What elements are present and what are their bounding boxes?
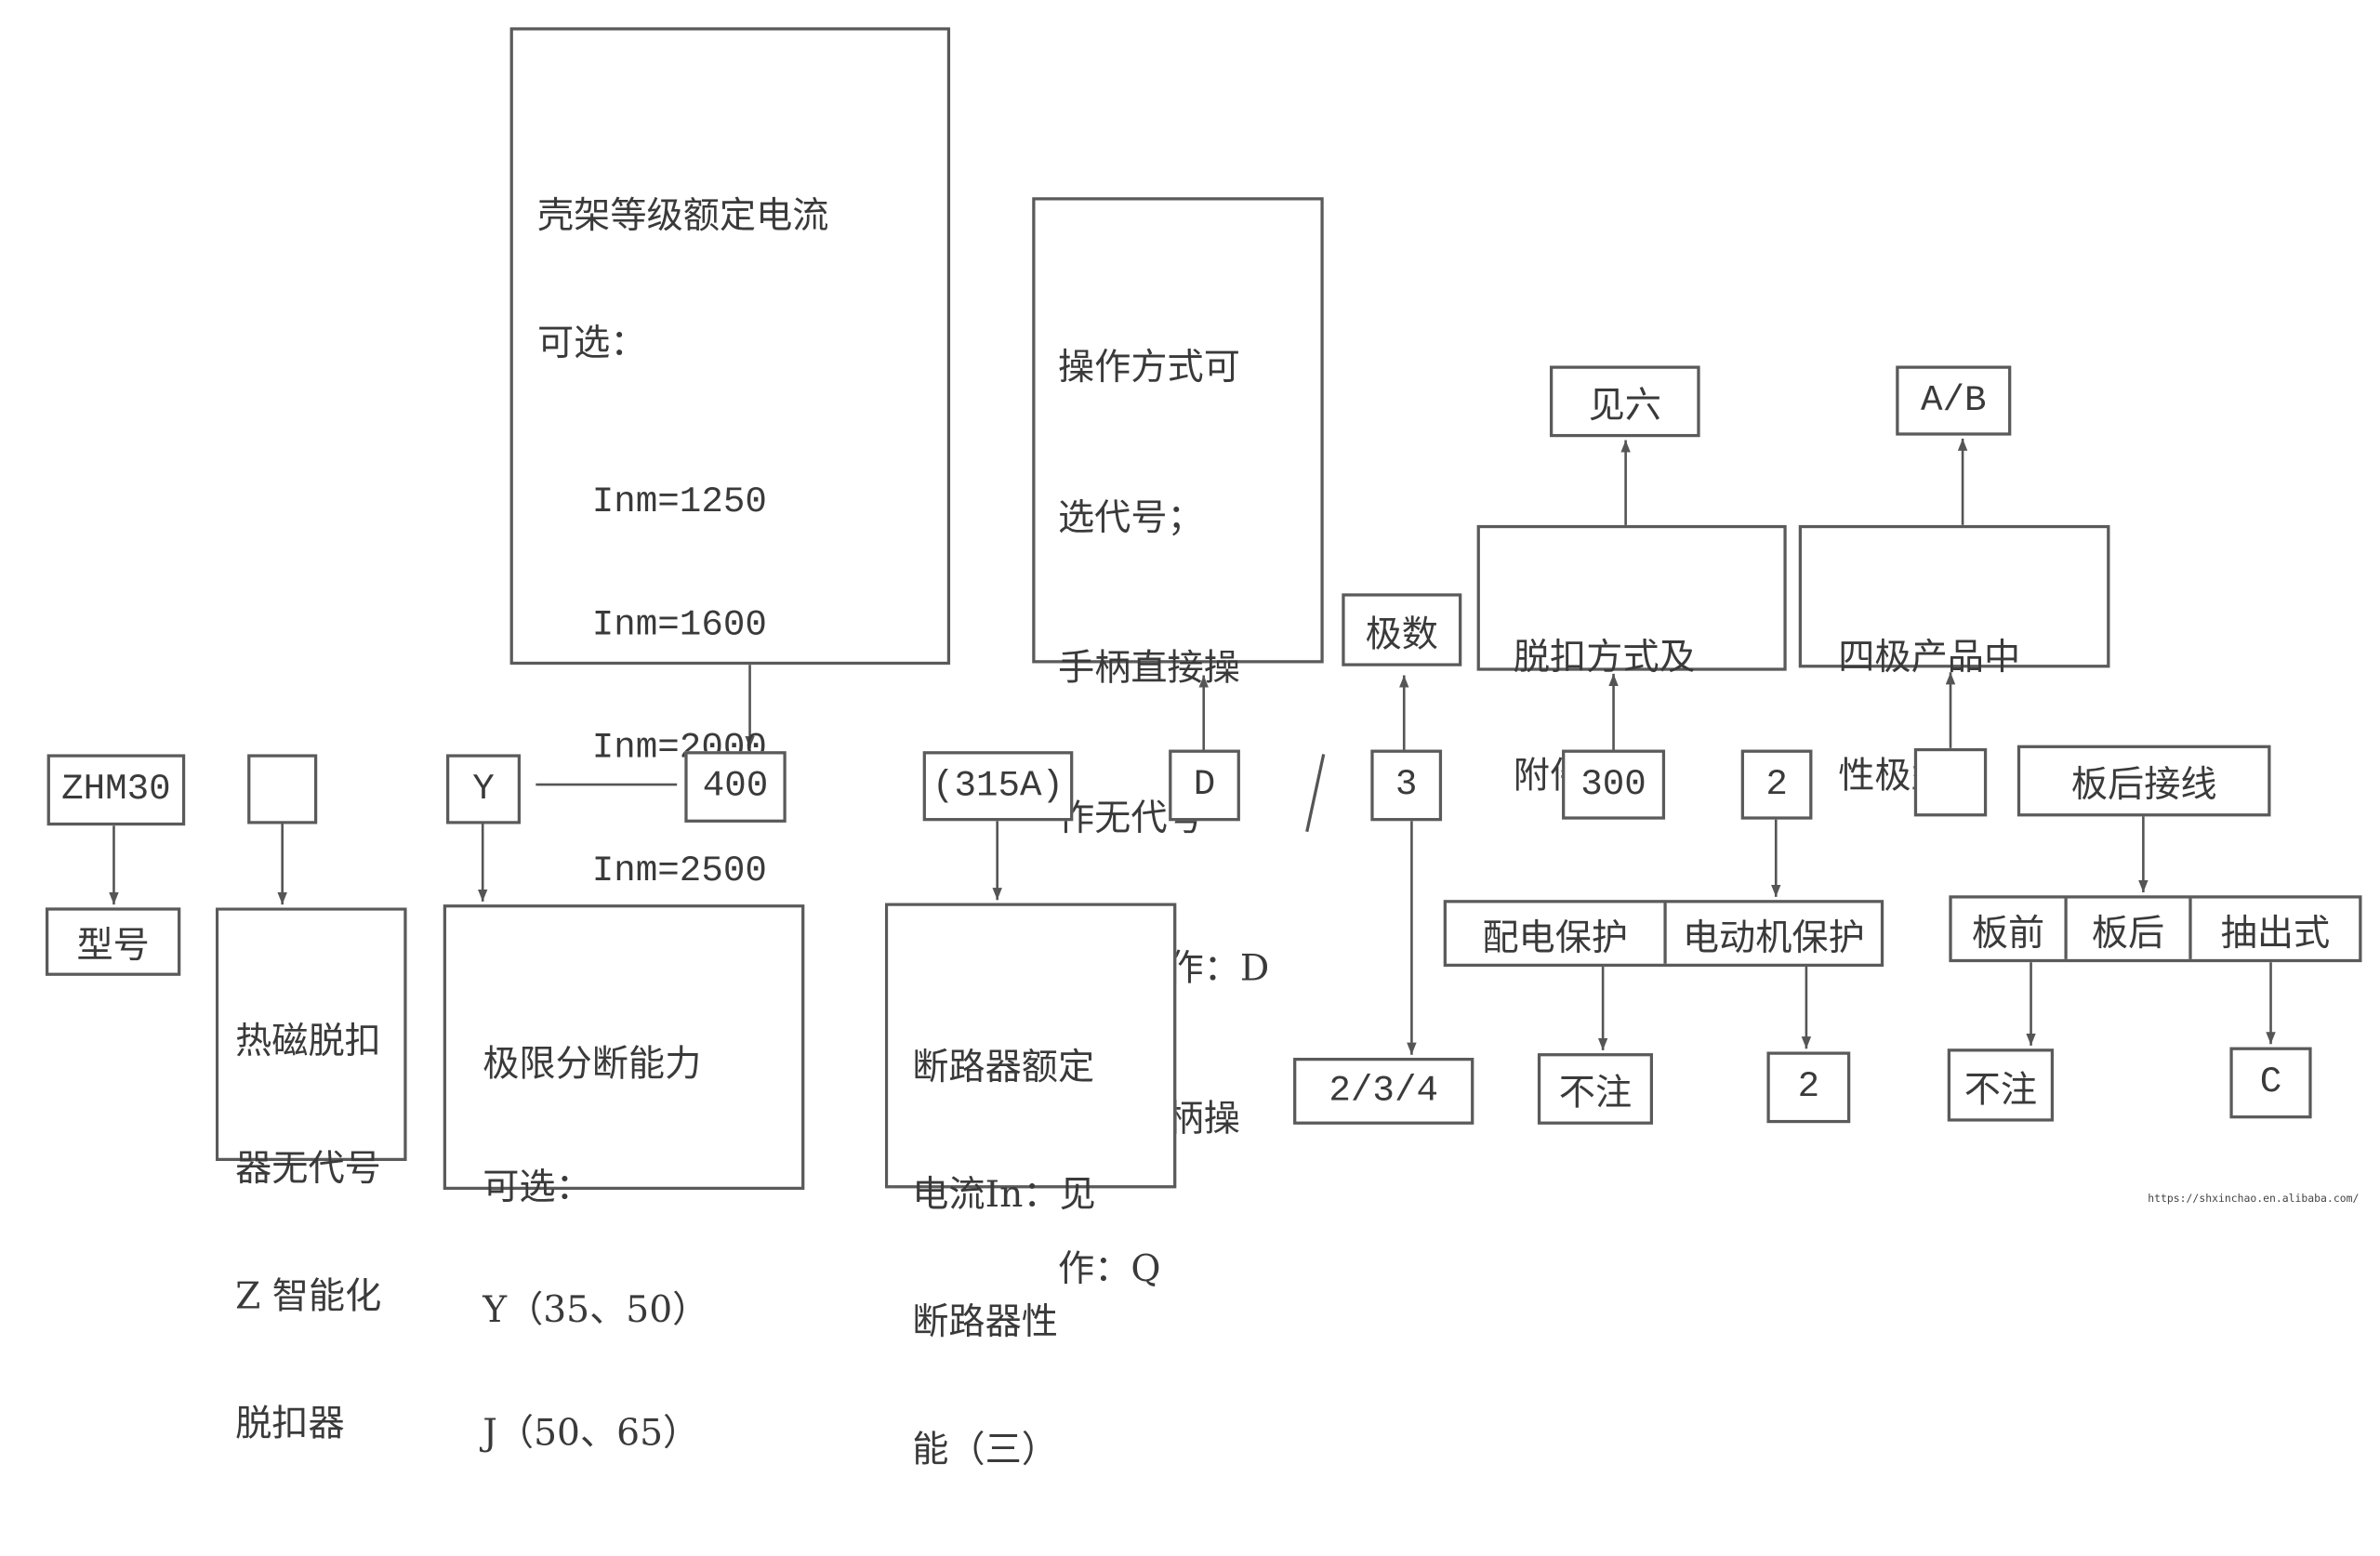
connector-lines bbox=[109, 438, 2276, 1055]
current-label-line: 能（三） bbox=[912, 1428, 1058, 1471]
use-code-motor: 2 bbox=[1766, 1051, 1851, 1124]
operation-line: 手柄直接操 bbox=[1057, 646, 1240, 690]
code-poles: 3 bbox=[1370, 749, 1443, 822]
release-label-line: Z 智能化 bbox=[235, 1274, 382, 1318]
frame-rating-title: 壳架等级额定电流 bbox=[536, 193, 829, 237]
breaking-label-line: Y（35、50） bbox=[483, 1288, 709, 1331]
code-operation: D bbox=[1169, 749, 1240, 822]
model-code-diagram: 壳架等级额定电流 可选： Inm=1250 Inm=1600 Inm=2000 … bbox=[45, 27, 2362, 1470]
code-connection: 板后接线 bbox=[2016, 745, 2271, 817]
breaking-label-line: 可选： bbox=[483, 1165, 592, 1208]
frame-option: Inm=2500 bbox=[591, 851, 767, 893]
code-model: ZHM30 bbox=[46, 754, 186, 826]
neutral-label-box: 四极产品中 性极型式 bbox=[1798, 524, 2110, 796]
use-options-box: 配电保护 电动机保护 bbox=[1443, 900, 1884, 968]
code-frame: 400 bbox=[684, 751, 787, 823]
code-current: (315A) bbox=[922, 751, 1074, 822]
connection-code-front: 不注 bbox=[1947, 1048, 2055, 1122]
current-label-line: 断路器性 bbox=[912, 1300, 1058, 1343]
release-label-line: 热磁脱扣 bbox=[235, 1020, 381, 1062]
code-release bbox=[247, 754, 318, 824]
frame-option: Inm=1600 bbox=[591, 605, 767, 647]
connection-option-rear: 板后 bbox=[2068, 898, 2192, 959]
use-code-distribution: 不注 bbox=[1537, 1053, 1654, 1125]
neutral-label-line: 四极产品中 bbox=[1838, 636, 2021, 679]
operation-box: 操作方式可 选代号； 手柄直接操 作无代号 电动操作：D 转动手柄操 作：Q bbox=[1032, 197, 1324, 1290]
use-option-distribution: 配电保护 bbox=[1447, 903, 1667, 964]
poles-label-box: 极数 bbox=[1342, 593, 1462, 666]
connection-option-drawout: 抽出式 bbox=[2220, 911, 2331, 955]
neutral-options-box: A/B bbox=[1896, 365, 2012, 436]
code-breaking: Y bbox=[446, 754, 522, 824]
operation-line: 操作方式可 bbox=[1057, 346, 1240, 389]
breaking-label-box: 极限分断能力 可选： Y（35、50） J（50、65） bbox=[443, 904, 805, 1453]
connection-code-drawout: C bbox=[2229, 1047, 2312, 1119]
watermark: https://shxinchao.en.alibaba.com/ bbox=[2148, 1193, 2360, 1206]
connection-options-box: 板前 板后 抽出式 bbox=[1949, 895, 2362, 963]
code-use: 2 bbox=[1740, 749, 1813, 820]
release-label-box: 热磁脱扣 器无代号 Z 智能化 脱扣器 bbox=[215, 907, 407, 1444]
release-label-line: 器无代号 bbox=[235, 1147, 381, 1191]
current-label-line: 电流In：见 bbox=[912, 1173, 1096, 1216]
frame-option: Inm=1250 bbox=[591, 482, 767, 524]
breaking-label-line: 极限分断能力 bbox=[483, 1042, 702, 1086]
accessory-label-line: 脱扣方式及 bbox=[1513, 636, 1696, 679]
current-label-line: 断路器额定 bbox=[912, 1045, 1095, 1088]
frame-rating-subtitle: 可选： bbox=[536, 322, 647, 364]
poles-options-box: 2/3/4 bbox=[1293, 1057, 1474, 1125]
breaking-label-line: J（50、65） bbox=[483, 1411, 700, 1455]
code-accessory: 300 bbox=[1562, 749, 1666, 820]
use-option-motor: 电动机保护 bbox=[1682, 916, 1865, 959]
release-label-line: 脱扣器 bbox=[235, 1402, 345, 1445]
model-label-box: 型号 bbox=[45, 907, 181, 976]
code-neutral bbox=[1913, 747, 1988, 817]
current-label-box: 断路器额定 电流In：见 断路器性 能（三） bbox=[884, 903, 1177, 1470]
accessory-label-box: 脱扣方式及 附件代号 bbox=[1476, 524, 1787, 796]
operation-line: 选代号； bbox=[1057, 495, 1204, 539]
accessory-ref-box: 见六 bbox=[1549, 365, 1700, 438]
frame-rating-box: 壳架等级额定电流 可选： Inm=1250 Inm=1600 Inm=2000 … bbox=[509, 27, 951, 892]
connection-option-front: 板前 bbox=[1952, 898, 2068, 959]
